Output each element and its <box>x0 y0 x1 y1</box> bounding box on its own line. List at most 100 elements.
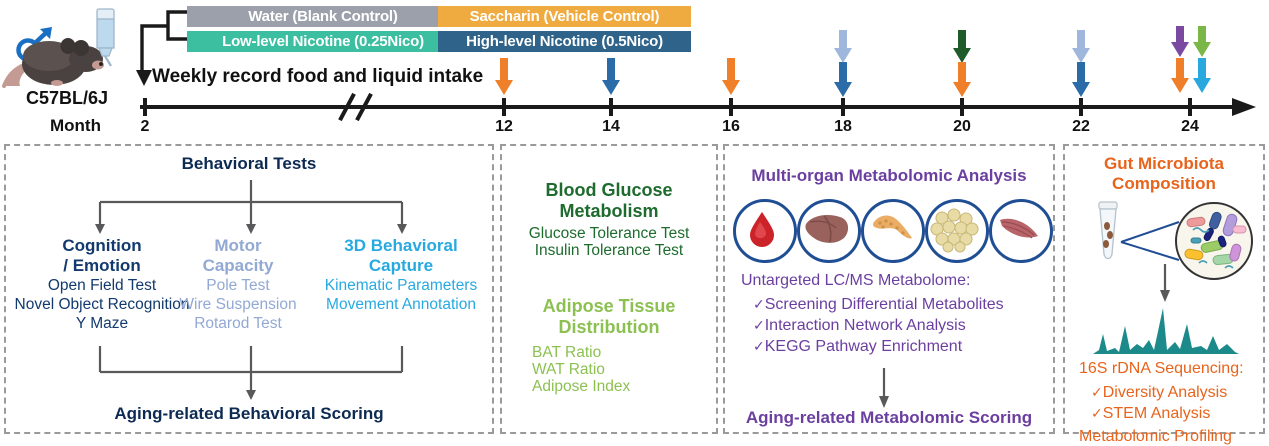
axis-tick-label: 12 <box>495 118 513 135</box>
arrow-shaft <box>500 58 508 81</box>
arrow-shaft <box>1198 58 1206 79</box>
bullet-text: Diversity Analysis <box>1102 384 1228 401</box>
arrow-shaft <box>1077 62 1085 83</box>
panel-footer: Aging-related Metabolomic Scoring <box>745 408 1033 427</box>
axis-tick <box>502 98 506 116</box>
legend-item-2[interactable]: Saccharin (Vehicle Control) <box>438 6 691 27</box>
organ-pancreas <box>861 199 925 263</box>
axis-tick-label: 22 <box>1072 118 1090 135</box>
adipose-title-line1: Adipose Tissue <box>542 296 676 316</box>
timepoint-arrow <box>1072 30 1090 63</box>
column-heading-line: Capacity <box>202 256 274 275</box>
column-heading-line: Capture <box>368 256 434 275</box>
timepoint-arrow <box>1193 58 1211 93</box>
arrow-shaft <box>839 30 847 49</box>
glucose-title-line1: Blood Glucose <box>545 180 673 200</box>
check-icon: ✓ <box>1091 405 1103 421</box>
adipose-item: WAT Ratio <box>532 361 605 378</box>
metabolomic-flow-arrow <box>879 368 889 408</box>
organ-blood <box>733 199 797 263</box>
arrow-shaft <box>607 58 615 81</box>
organ-muscle <box>989 199 1053 263</box>
arrow-shaft <box>1176 58 1184 79</box>
intake-arrow-icon <box>136 70 152 86</box>
column-item: Kinematic Parameters <box>324 277 478 294</box>
arrow-shaft <box>1176 26 1184 43</box>
column-item: Open Field Test <box>47 277 157 294</box>
timeline-axis <box>140 105 1240 109</box>
arrow-head <box>1193 42 1211 57</box>
arrow-shaft <box>958 62 966 83</box>
arrow-shaft <box>727 58 735 81</box>
column-heading-line: Motor <box>214 236 262 255</box>
axis-tick-label: 16 <box>722 118 740 135</box>
organ-adipose <box>925 199 989 263</box>
flow-split-arrows <box>95 180 407 234</box>
legend-item-0[interactable]: Water (Blank Control) <box>187 6 459 27</box>
panel-footer: Aging-related Behavioral Scoring <box>114 404 384 423</box>
axis-tick-label: 20 <box>953 118 971 135</box>
axis-tick-label: 18 <box>834 118 852 135</box>
panel-metabolomic: Multi-organ Metabolomic Analysis <box>723 144 1055 434</box>
axis-tick-label: 14 <box>602 118 620 135</box>
bullet-row: ✓KEGG Pathway Enrichment <box>753 336 1004 357</box>
bullet-text: Screening Differential Metabolites <box>764 296 1004 313</box>
arrow-head <box>1193 78 1211 93</box>
chromatogram-icon <box>1093 308 1239 354</box>
axis-tick <box>841 98 845 116</box>
magnifier-cone-icon <box>1120 221 1180 261</box>
eppendorf-tube-icon <box>1098 201 1118 260</box>
arrow-shaft <box>839 62 847 83</box>
arrow-head <box>1072 82 1090 97</box>
arrow-head <box>1072 48 1090 63</box>
column-heading-line: 3D Behavioral <box>344 236 458 255</box>
arrow-head <box>953 48 971 63</box>
axis-tick <box>960 98 964 116</box>
timepoint-arrow <box>1171 26 1189 57</box>
bullet-text: STEM Analysis <box>1102 405 1211 422</box>
timepoint-arrow <box>953 30 971 63</box>
adipose-item: Adipose Index <box>532 378 631 395</box>
panel-microbiota: Gut Microbiota Composition <box>1063 144 1265 445</box>
check-icon: ✓ <box>1091 384 1103 400</box>
timepoint-arrow <box>495 58 513 95</box>
legend-item-3[interactable]: High-level Nicotine (0.5Nico) <box>438 31 691 52</box>
axis-tick <box>1079 98 1083 116</box>
axis-tick-label: 2 <box>140 118 150 135</box>
legend-item-1[interactable]: Low-level Nicotine (0.25Nico) <box>187 31 459 52</box>
bullet-row: ✓Diversity Analysis <box>1091 382 1227 403</box>
timepoint-arrow <box>722 58 740 95</box>
panel-title-line2: Composition <box>1112 174 1216 193</box>
arrow-shaft <box>1077 30 1085 49</box>
sequencing-lead-in: 16S rDNA Sequencing: <box>1079 360 1244 377</box>
timepoint-arrow <box>834 30 852 63</box>
panel-title: Multi-organ Metabolomic Analysis <box>751 166 1027 185</box>
check-icon: ✓ <box>753 338 765 354</box>
microbiota-bullets: ✓Diversity Analysis ✓STEM Analysis <box>1091 382 1227 424</box>
organ-liver <box>797 199 861 263</box>
adipose-block: Adipose Tissue Distribution <box>502 296 716 338</box>
glucose-item: Glucose Tolerance Test <box>528 225 690 242</box>
bacteria-magnifier-icon <box>1175 202 1253 280</box>
panel-title-line1: Gut Microbiota <box>1104 154 1224 173</box>
animal-group: C57BL/6J <box>0 4 150 124</box>
bullet-text: KEGG Pathway Enrichment <box>764 338 963 355</box>
timepoint-arrow <box>953 62 971 97</box>
group-bracket <box>140 10 190 74</box>
column-item: Pole Test <box>206 277 270 294</box>
timepoint-arrow <box>1171 58 1189 93</box>
flow-merge-arrows <box>98 346 404 400</box>
metabolome-lead-in: Untargeted LC/MS Metabolome: <box>741 272 971 289</box>
column-item: Rotarod Test <box>194 315 282 332</box>
arrow-head <box>722 80 740 95</box>
column-item: Novel Object Recognition <box>14 296 190 313</box>
strain-label: C57BL/6J <box>25 88 109 108</box>
adipose-item: BAT Ratio <box>532 344 602 361</box>
arrow-shaft <box>1198 26 1206 43</box>
arrow-head <box>1171 42 1189 57</box>
panel-title: Behavioral Tests <box>181 154 317 173</box>
arrow-head <box>834 82 852 97</box>
